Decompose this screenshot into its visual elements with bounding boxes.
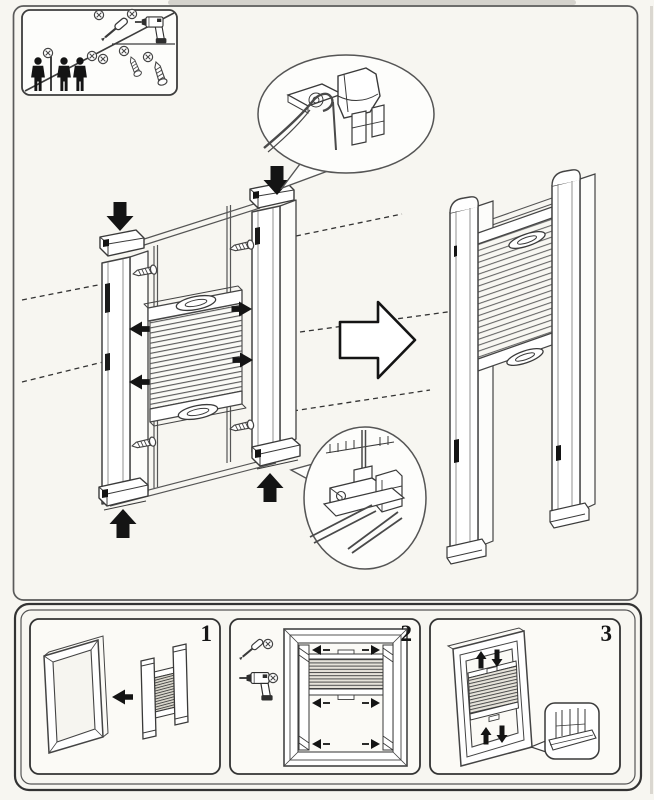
exploded-assembly-view: [21, 166, 463, 538]
side-rail-right: [249, 181, 301, 470]
arrow-left-icon: [112, 689, 133, 705]
main-panel-border: [12, 5, 639, 601]
window-frame: [43, 635, 109, 754]
step-1-number: 1: [200, 621, 213, 646]
top-corner-detail-callout: [257, 54, 435, 190]
result-arrow-icon: [338, 300, 417, 380]
top-bracket-cord-detail: [263, 67, 385, 153]
steps-panel: [13, 602, 643, 792]
assembled-blind-view: [446, 169, 596, 565]
screw-head-icon: [97, 53, 109, 65]
screw-head-icon: [267, 672, 279, 684]
screw-icon: [228, 238, 256, 255]
screw-head-icon: [86, 50, 98, 62]
corner-bracket-top-left: [99, 229, 145, 257]
bottom-handle: [506, 347, 544, 367]
corner-bracket-bottom-right: [251, 437, 301, 470]
scan-edge: [650, 6, 653, 794]
arrow-up-icon: [109, 509, 137, 538]
step-2-number: 2: [400, 621, 413, 646]
bottom-bracket-cord-detail: [309, 430, 406, 554]
steps-panel-inner-border: [20, 609, 636, 785]
assembled-rail-right: [549, 169, 590, 529]
step-1-figure: [29, 618, 221, 775]
parts-inventory-box: [21, 8, 178, 96]
screw-head-icon: [93, 9, 105, 21]
step-3-figure: [429, 618, 621, 775]
arrow-down-icon: [106, 202, 134, 231]
windowsill-detail-callout: [529, 702, 600, 760]
scan-artifact: [168, 0, 576, 5]
folded-blind-unit: [140, 643, 189, 740]
screw-icon: [228, 418, 256, 435]
arrow-up-icon: [256, 473, 284, 502]
screw-head-icon: [118, 45, 130, 57]
step-2-figure: [229, 618, 421, 775]
side-rail-left: [98, 229, 149, 511]
main-panel: [12, 5, 639, 601]
top-handle: [508, 230, 546, 250]
bottom-handle: [177, 403, 219, 421]
top-handle: [175, 294, 217, 312]
pleated-fabric: [308, 658, 384, 690]
screw-head-icon: [262, 638, 274, 650]
screw-head-icon: [126, 8, 138, 20]
step-3-number: 3: [600, 621, 613, 646]
window-front-view: [283, 628, 408, 767]
assembled-rail-left: [446, 196, 487, 565]
corner-bracket-bottom-left: [98, 477, 149, 511]
screw-head-icon: [142, 51, 154, 63]
window-installed-view: [446, 627, 533, 767]
steps-panel-outer-border: [13, 602, 643, 792]
bottom-corner-detail-callout: [289, 426, 427, 570]
pleated-blind-pack: [143, 285, 247, 427]
screw-head-icon: [42, 47, 54, 59]
